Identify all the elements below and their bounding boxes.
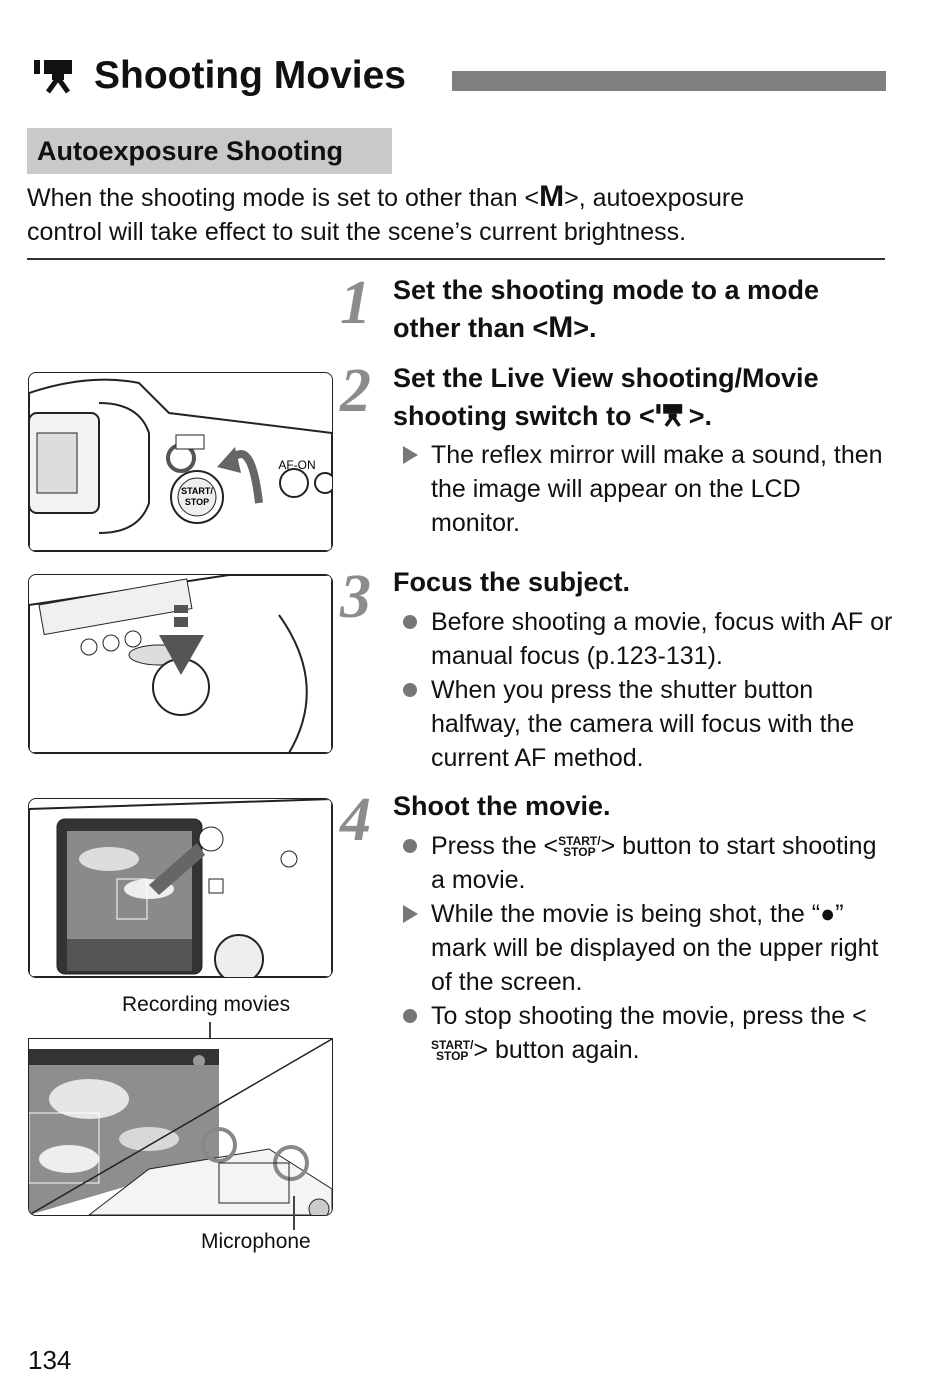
microphone-caption: Microphone [201,1230,311,1253]
page-title: Shooting Movies [94,54,406,97]
shutter-button-illustration [28,574,333,754]
bullet-item: To stop shooting the movie, press the < S… [393,999,893,1067]
result-item: While the movie is being shot, the “●” m… [393,897,893,999]
bullet-text: > button again. [473,1036,640,1064]
bullet-item: When you press the shutter button halfwa… [393,673,893,775]
bullet-dot-icon [399,673,423,707]
step-title-line: Set the Live View shooting/Movie [393,363,819,393]
step-number: 1 [340,269,371,337]
step-title: Set the shooting mode to a mode other th… [393,271,888,347]
step-title: Shoot the movie. [393,791,611,821]
bullet-dot-icon [399,999,423,1033]
intro-text-b: >, autoexposure [564,184,745,212]
step-title-line: other than < [393,313,549,343]
section-heading: Autoexposure Shooting [27,128,392,174]
step-number: 3 [340,563,371,631]
step-number: 2 [340,357,371,425]
step-title-line: Set the shooting mode to a mode [393,275,820,305]
manual-mode-symbol: M [539,180,565,213]
lcd-monitor-illustration [28,798,333,978]
recording-caption: Recording movies [122,993,291,1016]
step-bullets: Press the <START/STOP> button to start s… [393,829,893,1067]
af-on-label: AF-ON [278,458,315,472]
bullet-dot-icon [399,605,423,639]
start-label: START/ [181,486,213,496]
bullet-item: Before shooting a movie, focus with AF o… [393,605,893,673]
step-title-line: >. [573,313,597,343]
bullet-text: When you press the shutter button halfwa… [431,676,855,772]
record-mark: ● [820,900,836,928]
movie-mode-icon [34,60,72,94]
step-number: 4 [340,786,371,854]
bullet-text: > button to start shooting a movie. [431,832,877,894]
step-title: Focus the subject. [393,567,631,597]
step-bullets: Before shooting a movie, focus with AF o… [393,605,893,775]
bullet-dot-icon [399,829,423,863]
intro-text-c: control will take effect to suit the sce… [27,218,687,246]
intro-paragraph: When the shooting mode is set to other t… [27,180,887,249]
caption-leader-line [293,1196,295,1230]
step-title: Set the Live View shooting/Movie shootin… [393,359,888,435]
intro-text-a: When the shooting mode is set to other t… [27,184,540,212]
title-row: Shooting Movies [32,52,406,100]
recording-microphone-illustration [28,1038,333,1216]
manual-mode-symbol: M [548,311,574,344]
step-title-line: >. [688,401,713,431]
step-bullets: The reflex mirror will make a sound, the… [393,438,893,540]
bullet-text: The reflex mirror will make a sound, the… [431,441,883,537]
title-bar [452,71,886,91]
bullet-text: To stop shooting the movie, press the < [431,1002,867,1030]
bullet-item: Press the <START/STOP> button to start s… [393,829,893,897]
result-item: The reflex mirror will make a sound, the… [393,438,893,540]
step-title-line: shooting switch to < [393,401,655,431]
start-stop-symbol: START/STOP [431,1038,474,1064]
bullet-text: Press the < [431,832,559,860]
movie-mode-icon [656,404,682,427]
start-stop-symbol: START/STOP [558,834,601,860]
result-arrow-icon [399,438,423,472]
section-heading-text: Autoexposure Shooting [37,135,343,166]
divider [27,258,885,260]
stop-label: STOP [185,497,209,507]
result-arrow-icon [399,897,423,931]
bullet-text: While the movie is being shot, the “ [431,900,821,928]
bullet-text: ” mark will be displayed on the upper ri… [431,900,879,996]
page-number: 134 [28,1345,72,1375]
bullet-text: Before shooting a movie, focus with AF o… [431,608,893,670]
live-view-switch-illustration: START/ STOP AF-ON [28,372,333,552]
